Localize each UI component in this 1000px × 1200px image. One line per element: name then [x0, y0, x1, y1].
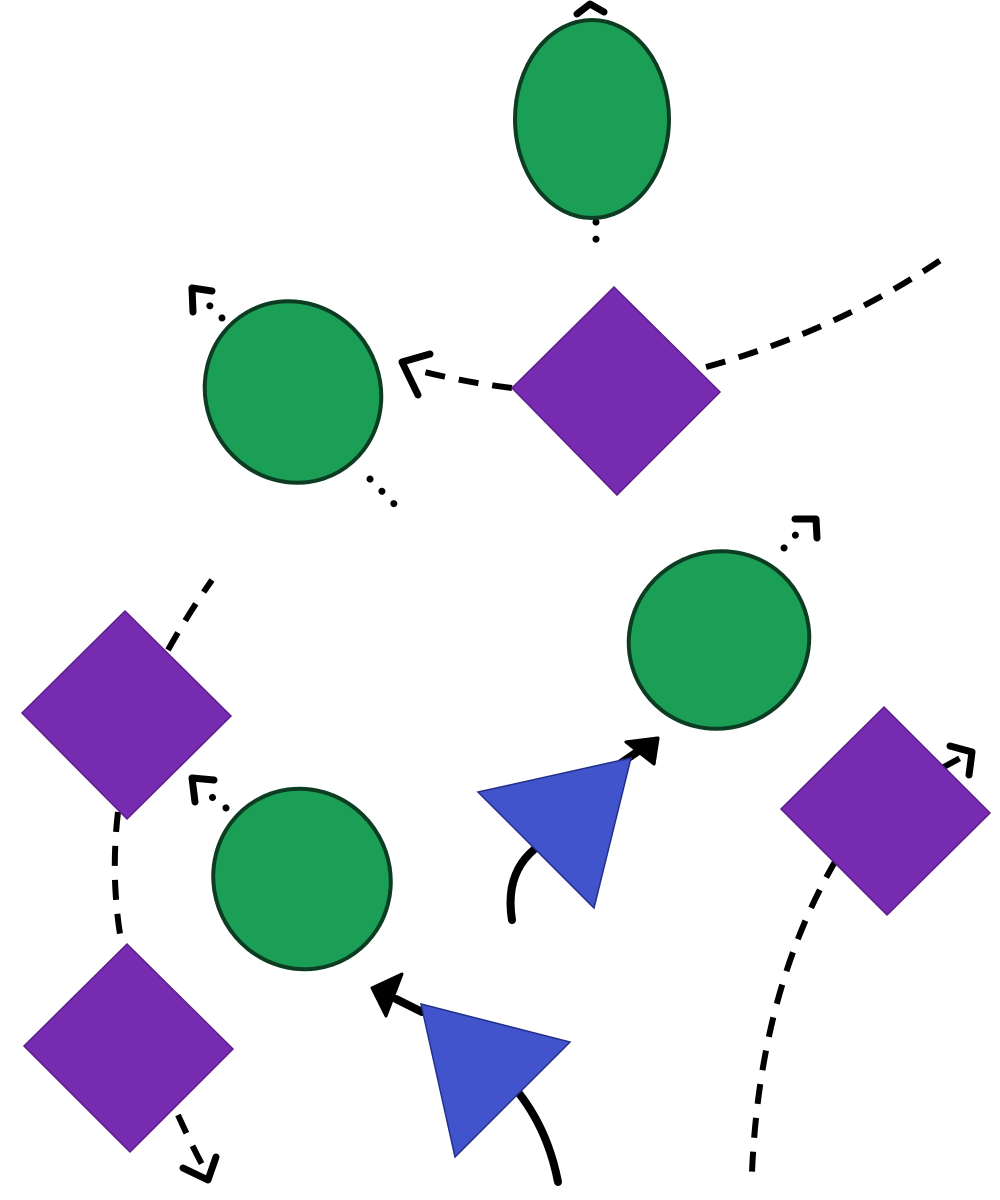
edge-diamond4-top	[940, 753, 966, 771]
edge-ellipse2-top-dotted	[200, 296, 226, 322]
edge-diamond1-to-right	[705, 252, 950, 370]
ellipse-node-lower-left	[211, 786, 393, 972]
edge-diamond1-to-ellipse2	[423, 369, 513, 391]
ellipse-node-top	[513, 18, 671, 220]
edge-diamond2-to-diamond3	[111, 811, 125, 947]
edge-ellipse2-bottom-dotted	[366, 475, 404, 514]
arrowhead-diamond1-to-ellipse2	[398, 350, 434, 399]
ellipse-node-upper-left	[202, 299, 384, 485]
arrowhead-ellipse3	[791, 515, 821, 542]
edge-triangle2-to-ellipse4-head-stem	[392, 995, 426, 1016]
arrowhead-ellipse2-top	[188, 284, 216, 316]
edge-ellipse3-dotted	[780, 526, 804, 552]
edge-diamond3-down	[175, 1113, 209, 1174]
edge-diamond2-up	[165, 578, 215, 652]
diamond-node-left-bottom	[22, 942, 235, 1154]
triangle-node-middle	[476, 757, 633, 910]
diamond-node-right	[779, 705, 992, 917]
edge-diamond4-down	[749, 858, 839, 1173]
arrowhead-triangle1-overlay	[624, 736, 660, 766]
arrowhead-ellipse4	[188, 774, 218, 806]
diamond-node-left-middle	[20, 609, 233, 821]
ellipse-node-right-middle	[626, 549, 812, 731]
triangle-node-bottom	[420, 1002, 572, 1159]
diamond-node-center	[510, 285, 722, 497]
arrowhead-triangle2-to-ellipse4	[370, 972, 404, 1018]
edge-ellipse4-dotted	[204, 790, 230, 812]
edge-triangle1-to-ellipse3	[506, 841, 544, 924]
arrowhead-top-ellipse	[573, 0, 608, 18]
edge-triangle2-to-ellipse4	[514, 1088, 562, 1186]
arrowhead-diamond4-top	[946, 742, 976, 779]
arrowhead-diamond3-down	[179, 1153, 220, 1184]
